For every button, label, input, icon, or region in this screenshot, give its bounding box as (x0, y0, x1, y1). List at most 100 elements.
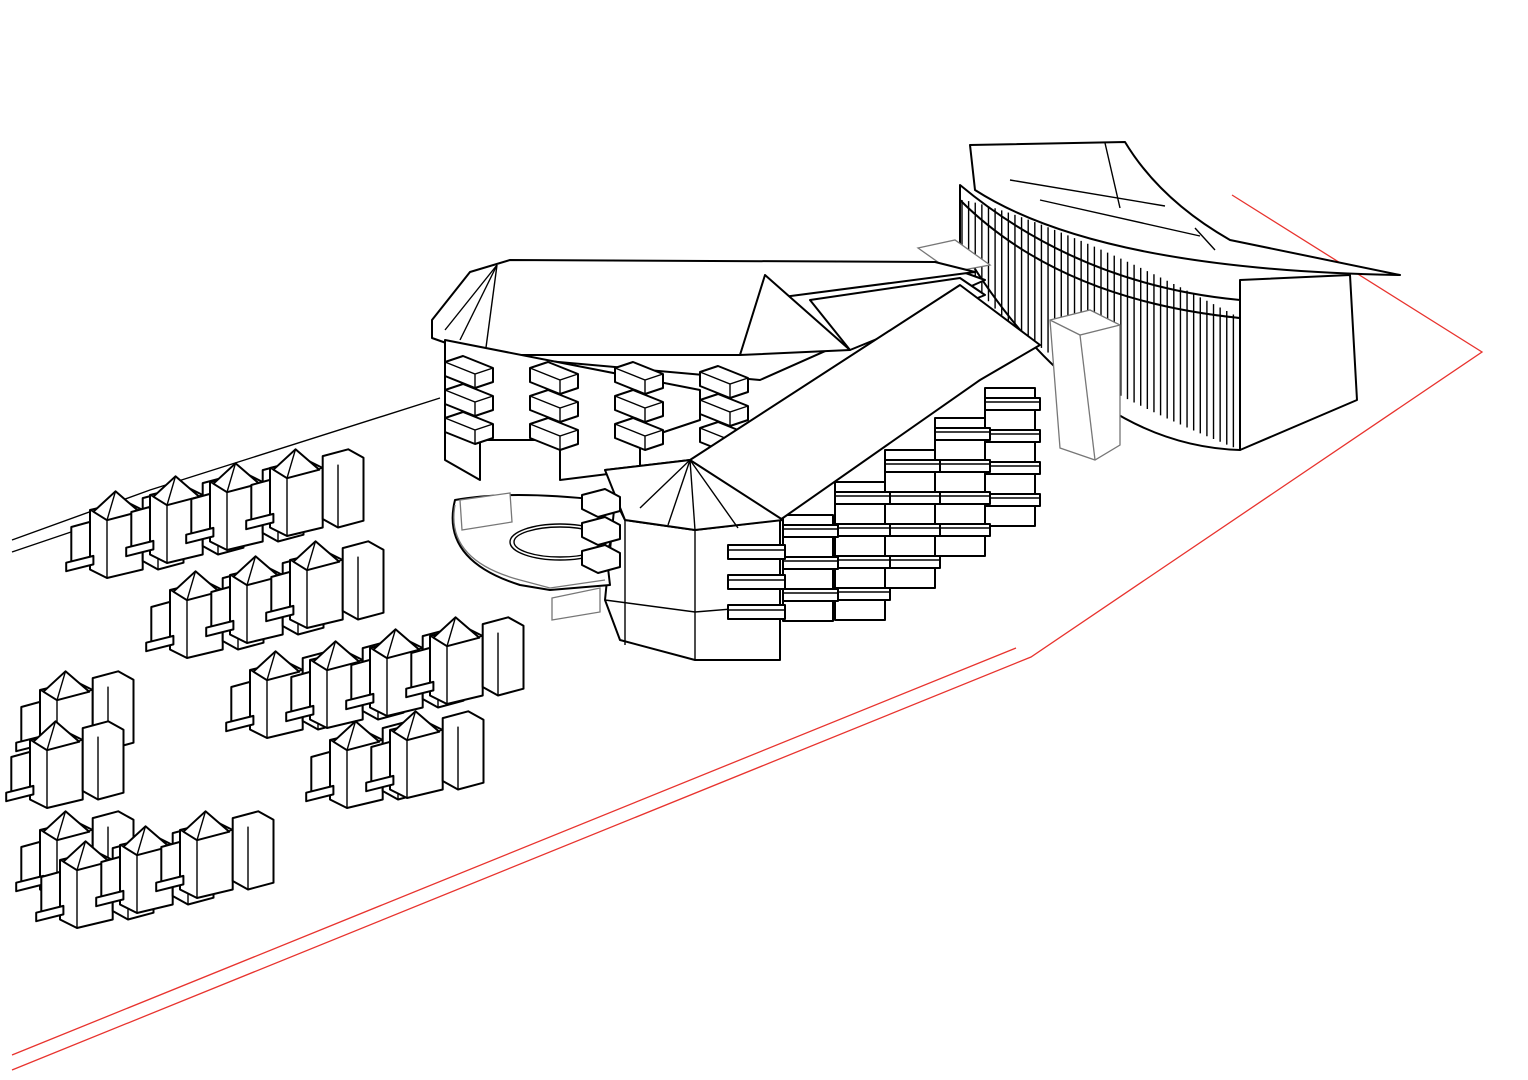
villa-roof (252, 650, 301, 682)
villa (5, 720, 125, 809)
villa-roof (432, 616, 481, 648)
roof-ridge (136, 826, 147, 856)
roof-ridge (106, 491, 117, 521)
balcony-edge (699, 371, 749, 398)
roof-ridge (406, 711, 417, 741)
villa-terrace (285, 704, 315, 723)
villa-terrace (405, 680, 435, 699)
roof-ridge (76, 841, 87, 871)
tower-balcony (727, 544, 786, 560)
roof-ridge (286, 449, 297, 479)
balcony-slab (934, 491, 991, 505)
villa-roof (272, 448, 321, 480)
villa-rear-block (341, 540, 385, 621)
balcony-slab (834, 555, 891, 569)
balcony-slab (834, 587, 891, 601)
villa-rear-block (81, 720, 125, 801)
villa-terrace (185, 526, 215, 545)
roof-ridge (56, 811, 67, 841)
roof-ridge (186, 571, 197, 601)
facade-bay (834, 481, 886, 621)
villa-roof (32, 720, 81, 752)
villa-terrace (205, 619, 235, 638)
villa-terrace (305, 784, 335, 803)
balcony-slab (782, 588, 839, 602)
villa-terrace (245, 512, 275, 531)
villa-terrace (95, 889, 125, 908)
villa (245, 448, 365, 537)
villa-roof (332, 720, 381, 752)
roof-ridge (246, 556, 257, 586)
balcony-slab (984, 397, 1041, 411)
front-residential-block (451, 284, 1041, 661)
villa-terrace (345, 692, 375, 711)
villa-terrace (65, 554, 95, 573)
balcony-edge (444, 417, 494, 444)
villa-roof (42, 670, 91, 702)
balcony-slab (934, 427, 991, 441)
villa-terrace (265, 604, 295, 623)
balcony-slab (884, 555, 941, 569)
curved-office-building (916, 141, 1401, 461)
roof-ridge (166, 476, 177, 506)
side-balcony (581, 544, 621, 574)
balcony-slab (984, 429, 1041, 443)
roof-ridge (306, 541, 317, 571)
villa-cluster (5, 448, 525, 929)
balcony-edge (614, 423, 664, 450)
roof-ridge (196, 811, 207, 841)
villa-rear-block (231, 810, 275, 891)
roof-ridge (56, 671, 67, 701)
roof-ridge (226, 463, 237, 493)
villa-roof (312, 640, 361, 672)
villa-roof (392, 710, 441, 742)
villa (265, 540, 385, 629)
roof-ridge (346, 721, 357, 751)
roof-ridge (46, 721, 57, 751)
balcony-slab (782, 524, 839, 538)
villa-roof (292, 540, 341, 572)
tower-balcony (727, 604, 786, 620)
front-balconies (581, 488, 786, 620)
balcony-slab (834, 491, 891, 505)
villa-roof (182, 810, 231, 842)
villa (155, 810, 275, 899)
balcony-slab (884, 491, 941, 505)
balcony-slab (834, 523, 891, 537)
villa-rear-block (481, 616, 525, 697)
balcony-slab (884, 459, 941, 473)
balcony-edge (699, 399, 749, 426)
villa-terrace (5, 784, 35, 803)
balcony-slab (934, 459, 991, 473)
balcony-edge (529, 367, 579, 394)
balcony-edge (614, 367, 664, 394)
villa (405, 616, 525, 705)
villa-rear-block (321, 448, 365, 529)
balcony-edge (444, 361, 494, 388)
roof-ridge (326, 641, 337, 671)
villa-rear-block (441, 710, 485, 791)
balcony-slab (984, 493, 1041, 507)
rear-residential-block (431, 259, 986, 481)
balcony-slab (782, 556, 839, 570)
roof-ridge (446, 617, 457, 647)
curtain-wall-mullions (961, 200, 1241, 450)
villa-terrace (125, 539, 155, 558)
side-balcony (581, 516, 621, 546)
villa-terrace (35, 904, 65, 923)
roof-ridge (266, 651, 277, 681)
balcony-slab (934, 523, 991, 537)
roof-ridge (386, 629, 397, 659)
balcony-edge (529, 423, 579, 450)
tower-balcony (727, 574, 786, 590)
villa-terrace (155, 874, 185, 893)
villa (365, 710, 485, 799)
balcony-edge (614, 395, 664, 422)
villa-roof (372, 628, 421, 660)
villa-terrace (225, 714, 255, 733)
balcony-edge (444, 389, 494, 416)
side-balcony (581, 488, 621, 518)
villa-terrace (365, 774, 395, 793)
